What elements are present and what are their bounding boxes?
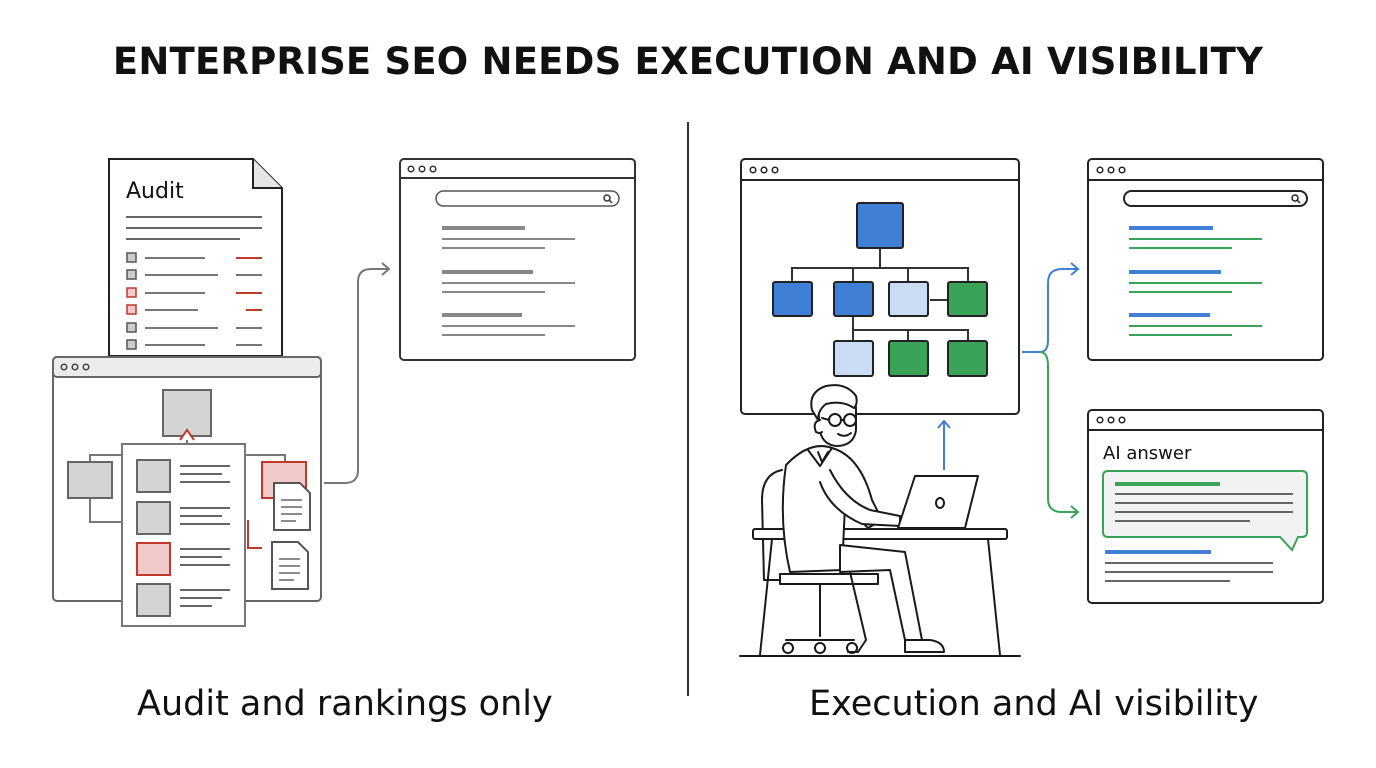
- window-dots-icon: [407, 165, 437, 173]
- arrow-icon: [937, 419, 951, 470]
- window-dots-icon: [1096, 166, 1126, 174]
- ai-answer-window: AI answer: [1087, 409, 1324, 604]
- search-bar: [435, 190, 620, 207]
- search-bar: [1123, 190, 1308, 207]
- organized-structure-window: [740, 158, 1020, 415]
- page-title: ENTERPRISE SEO NEEDS EXECUTION AND AI VI…: [112, 40, 1264, 83]
- window-dots-icon: [60, 363, 90, 371]
- window-dots-icon: [1096, 416, 1126, 424]
- audit-document: Audit: [108, 158, 283, 357]
- search-icon: [1291, 194, 1301, 204]
- audit-doc-title: Audit: [126, 179, 184, 204]
- audit-checklist: [126, 252, 262, 350]
- search-icon: [603, 194, 613, 204]
- site-structure-window: [52, 356, 322, 627]
- arrow-icon: [324, 262, 391, 484]
- person-at-laptop-icon: [739, 384, 1021, 657]
- improved-search-results-window: [1087, 158, 1324, 361]
- arrow-icon: [1022, 262, 1080, 519]
- caption-execution-and-ai: Execution and AI visibility: [809, 684, 1259, 724]
- window-dots-icon: [749, 166, 779, 174]
- document-icon: [271, 541, 309, 590]
- caption-audit-and-rankings: Audit and rankings only: [137, 684, 553, 724]
- search-results-window: [399, 158, 636, 361]
- ai-answer-label: AI answer: [1103, 443, 1192, 464]
- document-icon: [273, 482, 311, 531]
